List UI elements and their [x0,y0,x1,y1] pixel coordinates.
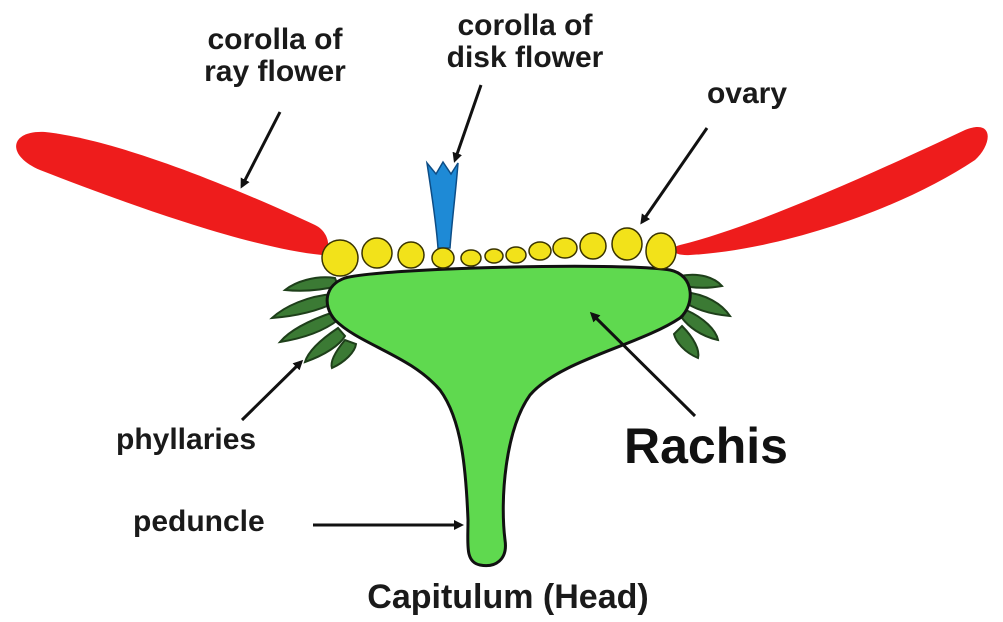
arrow-phyllaries [242,362,301,420]
ovary-9 [553,238,577,258]
label-corolla-ray-line1: corolla of [180,24,370,56]
label-ovary: ovary [692,78,802,110]
ovary-8 [529,242,551,260]
label-corolla-disk-flower: corolla of disk flower [420,10,630,73]
label-rachis: Rachis [624,420,834,473]
ray-flower-corolla-left [16,132,328,255]
label-corolla-disk-line1: corolla of [420,10,630,42]
disk-flower-corolla [427,162,458,248]
arrow-disk-corolla [455,85,481,160]
ovary-10 [580,233,606,259]
ovary-2 [362,238,392,268]
ovary-4 [432,248,454,268]
arrow-ray-corolla [242,112,280,186]
label-corolla-ray-flower: corolla of ray flower [180,24,370,87]
ovary-12 [646,233,676,269]
diagram-title: Capitulum (Head) [318,580,698,616]
label-peduncle: peduncle [133,506,303,538]
ovary-7 [506,247,526,263]
ovary-6 [485,249,503,263]
label-corolla-ray-line2: ray flower [180,56,370,88]
label-corolla-disk-line2: disk flower [420,42,630,74]
ray-flower-corolla-right [673,127,988,255]
receptacle-rachis [327,266,690,565]
ovary-3 [398,242,424,268]
ovary-5 [461,250,481,266]
arrow-ovary [642,128,707,222]
ovary-1 [322,240,358,276]
ovary-11 [612,228,642,260]
label-phyllaries: phyllaries [116,424,306,456]
